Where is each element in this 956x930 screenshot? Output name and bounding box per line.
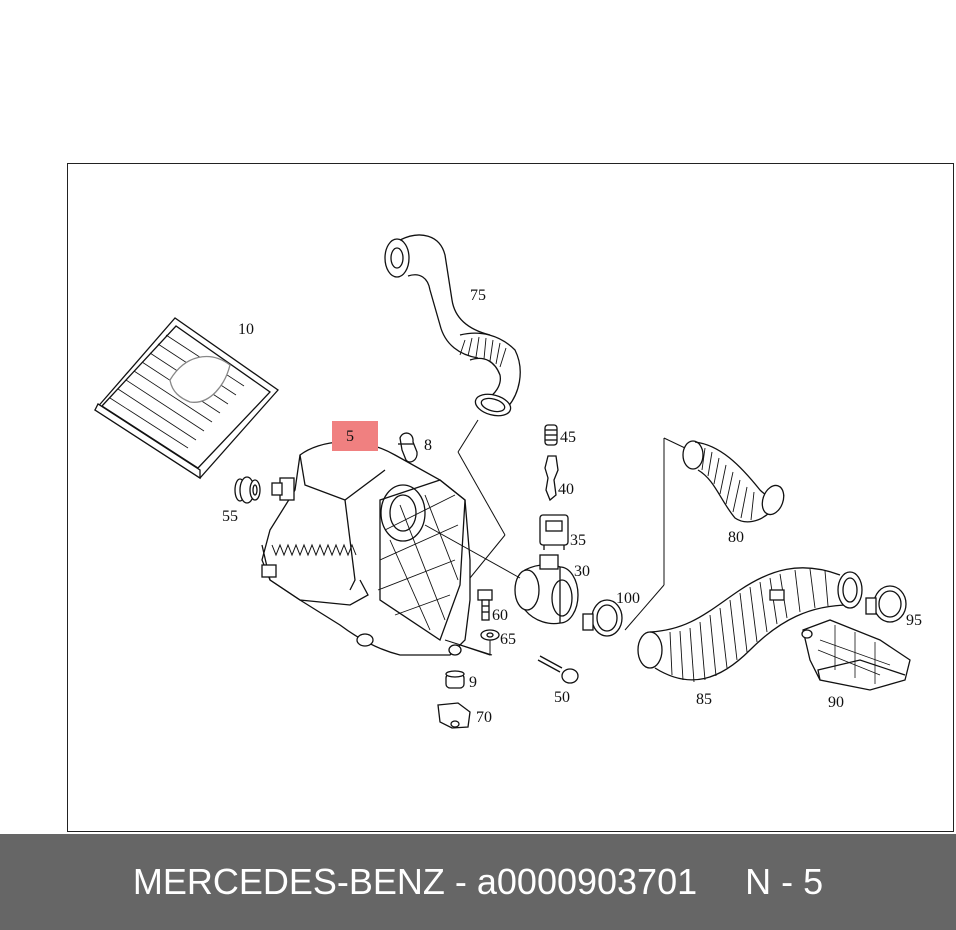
- callout-65: 65: [500, 631, 516, 648]
- callout-35: 35: [570, 532, 586, 549]
- parts-diagram-frame: [67, 163, 954, 832]
- grommet-part: [234, 476, 261, 504]
- callout-80: 80: [728, 529, 744, 546]
- callout-9: 9: [469, 674, 477, 691]
- air-filter-housing: [261, 441, 493, 656]
- brand-name: MERCEDES-BENZ: [132, 861, 445, 902]
- callout-50: 50: [554, 689, 570, 706]
- callout-40: 40: [558, 481, 574, 498]
- intake-bracket-part: [801, 619, 911, 691]
- callout-100: 100: [616, 590, 640, 607]
- parts-diagram: 5 8 10 75 45 40 35 30 55 60 65 9 70 50 1…: [94, 234, 922, 729]
- callout-30: 30: [574, 563, 590, 580]
- air-filter-element: [94, 317, 279, 480]
- clip-part: [398, 432, 418, 463]
- callout-60: 60: [492, 607, 508, 624]
- callout-8: 8: [424, 437, 432, 454]
- intake-hose-large: [637, 567, 863, 683]
- diagram-position: N - 5: [745, 861, 824, 902]
- clamp-large-part: [865, 585, 907, 623]
- callout-95: 95: [906, 612, 922, 629]
- rubber-mount-part: [445, 670, 465, 689]
- long-bolt-part: [537, 655, 579, 684]
- part-info-footer: MERCEDES-BENZ - a0000903701 N - 5: [0, 834, 956, 930]
- hose-clamp-part: [582, 599, 623, 637]
- callout-85: 85: [696, 691, 712, 708]
- highlight-position-5: [332, 421, 378, 451]
- washer-part: [480, 629, 500, 641]
- bolt-part: [477, 589, 493, 621]
- callout-5: 5: [346, 428, 354, 445]
- callout-labels: 5 8 10 75 45 40 35 30 55 60 65 9 70 50 1…: [222, 287, 922, 726]
- callout-75: 75: [470, 287, 486, 304]
- intake-hose-small: [682, 440, 785, 523]
- callout-70: 70: [476, 709, 492, 726]
- part-number: a0000903701: [476, 861, 698, 902]
- footer-separator: -: [444, 861, 477, 902]
- connector-parts: [539, 424, 569, 550]
- air-mass-sensor: [514, 554, 579, 625]
- callout-55: 55: [222, 508, 238, 525]
- callout-45: 45: [560, 429, 576, 446]
- leader-lines: [424, 419, 686, 631]
- mounting-bracket-part: [437, 702, 471, 729]
- intake-hose-upper: [384, 234, 521, 417]
- callout-90: 90: [828, 694, 844, 711]
- callout-10: 10: [238, 321, 254, 338]
